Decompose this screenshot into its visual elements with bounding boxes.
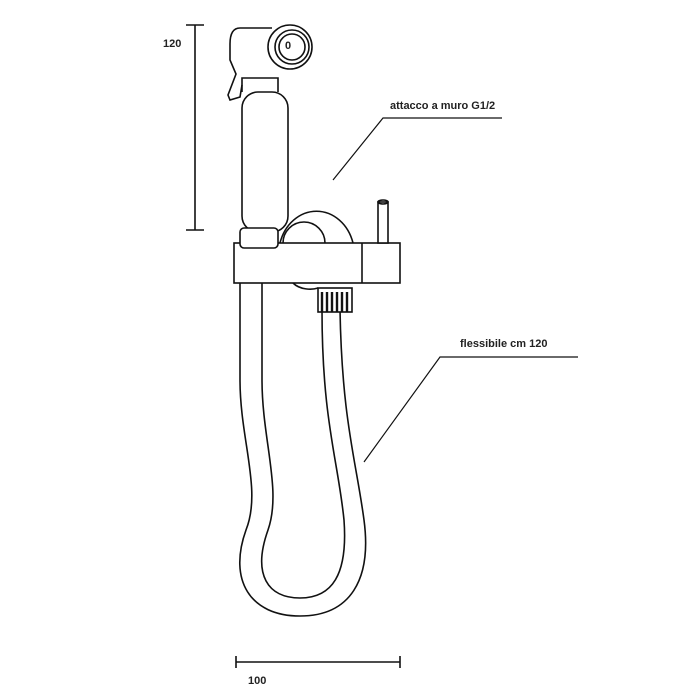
wall-connection-leader [332, 117, 502, 181]
valve-body [233, 199, 401, 290]
spray-handle [227, 24, 313, 249]
knurled-nut [317, 287, 353, 313]
flexible-hose [238, 283, 367, 617]
spray-head-marking: 0 [285, 40, 292, 52]
hose-leader [363, 356, 578, 463]
width-dimension-label: 100 [248, 675, 267, 687]
hose-callout: flessibile cm 120 [460, 338, 548, 350]
height-dimension-line [186, 24, 204, 231]
wall-connection-callout: attacco a muro G1/2 [390, 100, 496, 112]
height-dimension-label: 120 [163, 38, 182, 50]
wall-flange [279, 210, 354, 244]
width-dimension-line [235, 656, 401, 668]
